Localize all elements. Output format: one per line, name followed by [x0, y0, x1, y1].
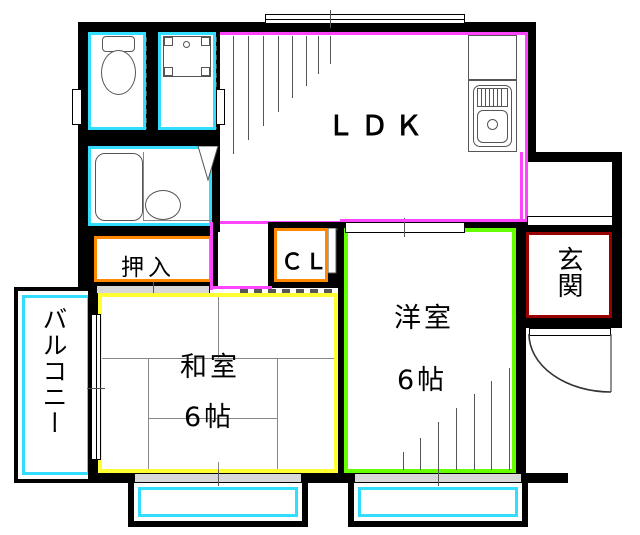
- drain-groove-6: [501, 89, 502, 106]
- yoshitsu-size: 6帖: [397, 365, 448, 396]
- oshiire-label: 押入: [121, 255, 175, 281]
- cl-label: ＣＬ: [281, 250, 330, 275]
- washitsu-balcony-door-mullion: [87, 388, 105, 389]
- yoshitsu-hatch-1: [509, 368, 510, 470]
- wm-foot-tl: [164, 37, 173, 46]
- washitsu-size: 6帖: [184, 402, 235, 433]
- oshiire-door-mullion: [153, 282, 154, 297]
- ldk-hatch-8: [318, 36, 319, 74]
- ldk-label: ＬＤＫ: [327, 111, 429, 142]
- toilet-bowl: [101, 50, 136, 95]
- bath-accent: [88, 146, 212, 226]
- washitsu-bay-accent: [138, 487, 298, 517]
- kitchen-counter: [468, 35, 517, 80]
- ldk-hatch-9: [330, 36, 331, 64]
- ldk-hatch-6: [292, 36, 293, 98]
- entrance-door-swing[interactable]: [527, 334, 613, 396]
- tatami-line-5: [148, 418, 278, 419]
- cl-accent: [274, 228, 328, 282]
- wm-foot-bl: [164, 67, 173, 76]
- toilet-door[interactable]: [72, 89, 82, 125]
- drain-groove-5: [497, 89, 498, 106]
- toilet-accent: [88, 32, 146, 130]
- wm-drain: [183, 41, 190, 48]
- bathtub: [95, 153, 143, 221]
- balcony-interior: [18, 291, 94, 479]
- genkan-accent: [526, 232, 612, 318]
- yoshitsu-bay-accent: [358, 487, 518, 517]
- genkan-interior: [526, 232, 612, 318]
- washroom-door[interactable]: [216, 89, 225, 125]
- tatami-line-4: [277, 358, 278, 469]
- genkan-hall-threshold[interactable]: [527, 216, 613, 226]
- washroom-accent: [158, 32, 216, 130]
- toilet-partition-dash: [146, 37, 147, 129]
- yoshitsu-label: 洋室: [394, 303, 454, 334]
- wm-foot-tr: [201, 37, 210, 46]
- washitsu-label: 和室: [180, 352, 240, 383]
- yoshitsu-hatch-2: [491, 381, 492, 470]
- ldk-right-accent: [520, 152, 523, 222]
- ldk-top-window-inner: [265, 19, 465, 24]
- wall-right-upper: [526, 22, 536, 152]
- washitsu-window-mullion: [218, 470, 219, 486]
- yoshitsu-hatch-3: [474, 394, 475, 470]
- hall-accent-left: [210, 222, 213, 290]
- bath-counter-edge: [143, 220, 212, 221]
- balcony-label: バルコニー: [39, 306, 68, 436]
- kitchen-drainboard: [477, 88, 508, 107]
- bath-door-swing[interactable]: [196, 146, 220, 182]
- yoshitsu-window-mullion: [438, 470, 439, 486]
- tatami-line-1: [102, 358, 334, 359]
- ldk-hatch-2: [233, 36, 234, 154]
- drain-groove-1: [481, 89, 482, 106]
- wm-foot-br: [201, 67, 210, 76]
- entrance-door-panel[interactable]: [529, 328, 611, 336]
- yoshitsu-hatch-5: [438, 422, 439, 470]
- ldk-hatch-3: [248, 36, 249, 140]
- tatami-line-3: [148, 358, 149, 469]
- washitsu-balcony-door-inner: [96, 314, 101, 460]
- sink-drain-hole: [487, 119, 498, 130]
- ldk-hatch-7: [306, 36, 307, 86]
- genkan-label: 玄関: [553, 246, 583, 298]
- tatami-line-2: [218, 297, 219, 358]
- yoshitsu-interior: [344, 228, 516, 473]
- tatami-line-6: [218, 462, 219, 472]
- yoshitsu-hatch-6: [420, 438, 421, 470]
- yoshitsu-hatch-7: [403, 452, 404, 470]
- cl-interior: [274, 228, 328, 282]
- yoshitsu-top-sliding-door[interactable]: [345, 222, 465, 233]
- drain-groove-2: [485, 89, 486, 106]
- oshiire-interior: [94, 236, 212, 282]
- drain-groove-4: [493, 89, 494, 106]
- ldk-hatch-5: [278, 36, 279, 112]
- bath-floor-divider: [143, 152, 144, 221]
- ldk-bottom-accent: [340, 219, 526, 222]
- wash-basin: [145, 190, 181, 220]
- yoshitsu-top-door-mullion: [404, 218, 405, 237]
- wall-notch-horizontal: [526, 152, 622, 162]
- cl-threshold-dash: [240, 289, 338, 293]
- washroom-partition-dash: [216, 37, 217, 129]
- hall-accent-bottom: [210, 286, 272, 289]
- wall-top: [78, 22, 536, 32]
- drain-groove-3: [489, 89, 490, 106]
- ldk-hatch-4: [263, 36, 264, 126]
- yoshitsu-hatch-4: [456, 408, 457, 470]
- ldk-top-window-mullion: [330, 10, 331, 28]
